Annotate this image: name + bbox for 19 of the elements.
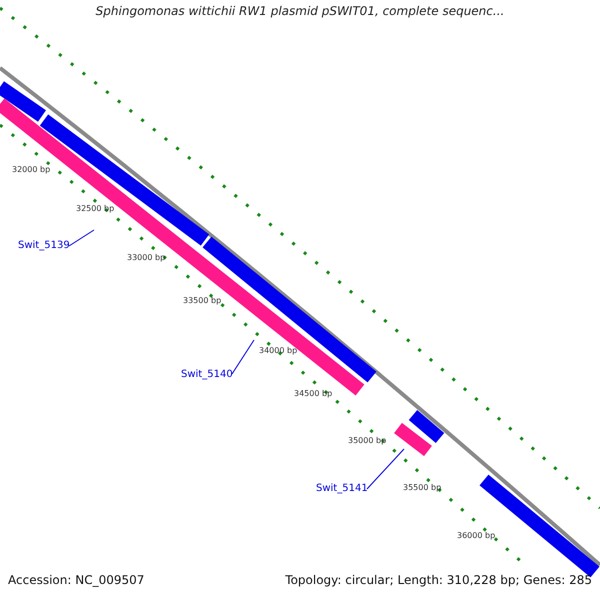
scale-label: 32500 bp bbox=[76, 204, 114, 213]
scale-label: 32000 bp bbox=[12, 165, 50, 174]
scale-label: 33000 bp bbox=[127, 253, 166, 262]
scale-label: 35500 bp bbox=[403, 483, 442, 492]
leader-line bbox=[366, 448, 404, 490]
gene-label: Swit_5141 bbox=[316, 483, 368, 494]
leader-line bbox=[68, 230, 94, 246]
scale-label: 34000 bp bbox=[259, 346, 298, 355]
scale-label: 34500 bp bbox=[294, 389, 332, 398]
footer-text: Topology: circular; Length: 310,228 bp; Genes: 285 bbox=[285, 573, 592, 587]
scale-label: 33500 bp bbox=[183, 296, 222, 305]
gene-label: Swit_5140 bbox=[181, 369, 233, 380]
footer-text: Accession: NC_009507 bbox=[8, 573, 144, 587]
scale-label: 35000 bp bbox=[348, 436, 386, 445]
gene-label: Swit_5139 bbox=[18, 240, 70, 251]
map-title: Sphingomonas wittichii RW1 plasmid pSWIT01, complete sequenc... bbox=[94, 4, 506, 18]
leader-line bbox=[232, 340, 254, 374]
gene-bar bbox=[394, 422, 432, 456]
scale-label: 36000 bp bbox=[457, 531, 496, 540]
